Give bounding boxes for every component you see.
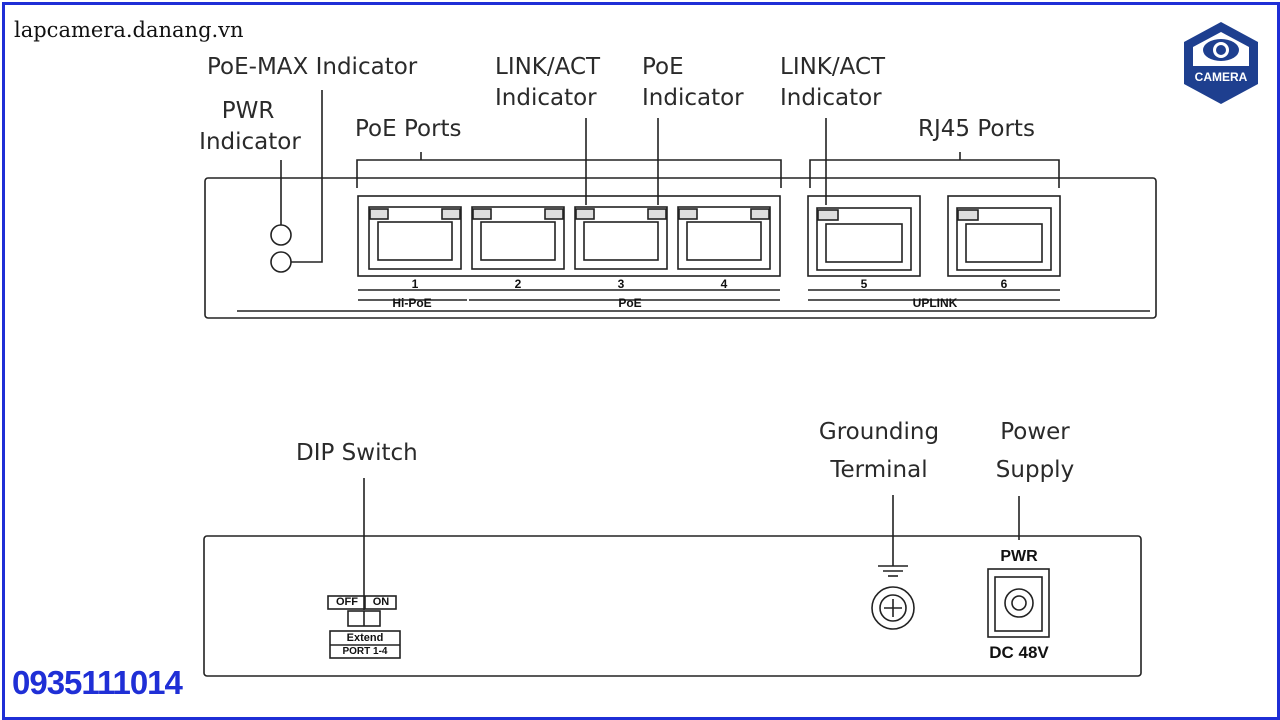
link-act-indicator-label-line2: Indicator: [495, 85, 597, 111]
dip-off-label: OFF: [336, 596, 358, 608]
port-number-1: 1: [411, 277, 419, 291]
ground-symbol-icon: [878, 565, 908, 577]
grounding-terminal-label-line2: Terminal: [830, 457, 928, 483]
port-number-5: 5: [860, 277, 868, 291]
link-act-indicator-label-line1: LINK/ACT: [495, 54, 601, 80]
grounding-terminal-label-line1: Grounding: [818, 419, 940, 445]
poe-indicator-label-line1: PoE: [642, 54, 684, 80]
uplink-port-6: [956, 207, 1052, 271]
uplink-group-label: UPLINK: [912, 296, 958, 310]
phone-watermark: 0935111014: [12, 664, 183, 701]
uplink-port-5: [816, 207, 912, 271]
poe-ports-label: PoE Ports: [355, 116, 462, 142]
poe-indicator-label-line2: Indicator: [642, 85, 744, 111]
pwr-indicator-label-line2: Indicator: [199, 129, 301, 155]
link-act-uplink-label-line2: Indicator: [780, 85, 882, 111]
port-number-2: 2: [514, 277, 522, 291]
poe-port-2: [471, 206, 565, 270]
dip-on-label: ON: [372, 596, 390, 608]
camera-logo-icon: [1184, 22, 1258, 104]
logo-text: CAMERA: [1194, 70, 1248, 84]
poe-port-1: [368, 206, 462, 270]
poe-max-indicator-label: PoE-MAX Indicator: [207, 54, 418, 80]
port-number-4: 4: [720, 277, 728, 291]
hi-poe-group-label: Hi-PoE: [392, 296, 432, 310]
poe-port-4: [677, 206, 771, 270]
power-supply-label-line1: Power: [1000, 419, 1070, 445]
pwr-led-icon: [270, 224, 292, 246]
poe-port-3: [574, 206, 668, 270]
pwr-indicator-label-line1: PWR: [221, 98, 275, 124]
grounding-terminal-icon: [871, 586, 915, 630]
port-number-6: 6: [1000, 277, 1008, 291]
port-number-3: 3: [617, 277, 625, 291]
dip-ports-label: PORT 1-4: [342, 646, 388, 657]
dc-48v-label: DC 48V: [989, 643, 1049, 662]
rj45-ports-label: RJ45 Ports: [918, 116, 1035, 142]
poe-group-label: PoE: [618, 296, 642, 310]
front-panel: [204, 177, 1157, 319]
rear-panel: [203, 535, 1142, 677]
dip-switch-label: DIP Switch: [296, 440, 418, 466]
link-act-uplink-label-line1: LINK/ACT: [780, 54, 886, 80]
pwr-label: PWR: [1000, 548, 1038, 565]
poe-max-led-icon: [270, 251, 292, 273]
power-supply-label-line2: Supply: [995, 457, 1075, 483]
dip-extend-label: Extend: [346, 632, 384, 644]
website-watermark: lapcamera.danang.vn: [14, 18, 244, 42]
dc-power-jack-icon: [987, 568, 1050, 638]
